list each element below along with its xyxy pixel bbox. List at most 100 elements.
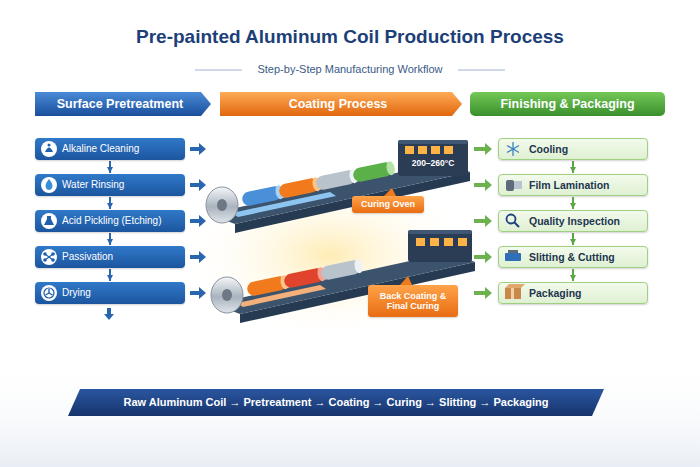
coating-line xyxy=(206,140,470,233)
step-icon xyxy=(41,177,57,193)
node-outline xyxy=(35,92,211,116)
step-icon xyxy=(43,258,47,262)
feed-arrow xyxy=(190,251,206,263)
pretreatment-step: Passivation xyxy=(35,246,185,268)
step-icon xyxy=(45,254,53,260)
node-outline xyxy=(470,92,665,116)
finish-icon xyxy=(506,180,514,191)
back-coating-line xyxy=(444,238,453,246)
feed-arrow xyxy=(104,308,114,320)
step-icon xyxy=(45,148,53,153)
temperature-label: 200–260°C xyxy=(400,158,466,168)
back-coating-line xyxy=(430,238,439,246)
finish-icon xyxy=(507,215,516,224)
finish-icon xyxy=(505,142,525,299)
pretreatment-step: Drying xyxy=(35,282,185,304)
back-coating-line xyxy=(283,267,327,289)
coating-line xyxy=(315,169,359,191)
finish-icon xyxy=(512,142,513,156)
back-coating-line xyxy=(211,230,475,323)
step-icon xyxy=(41,141,57,301)
flow-arrow xyxy=(572,233,574,245)
finish-icon xyxy=(505,288,521,299)
step-icon xyxy=(48,144,51,147)
title: Pre-painted Aluminum Coil Production Pro… xyxy=(0,26,700,48)
back-coating-line xyxy=(458,238,467,246)
back-coating-line xyxy=(246,275,290,297)
stage-header: Coating Process xyxy=(220,92,462,116)
coating-line xyxy=(398,140,468,176)
back-coating-line xyxy=(211,277,243,313)
node-text: Surface Pretreatment xyxy=(57,97,183,111)
node-text: Curing Oven xyxy=(361,199,415,209)
node-text: Cooling xyxy=(529,143,568,155)
pretreatment-step: Water Rinsing xyxy=(35,174,185,196)
stage-header: Finishing & Packaging xyxy=(470,92,665,116)
flow-arrow xyxy=(109,233,111,245)
node-text: Water Rinsing xyxy=(62,179,124,191)
step-icon xyxy=(41,141,57,157)
finishing-step: Slitting & Cutting xyxy=(498,246,648,268)
coating-line xyxy=(431,146,440,154)
step-icon xyxy=(43,252,47,256)
node-text: Back Coating & Final Curing xyxy=(373,291,453,312)
finish-icon xyxy=(514,181,522,189)
coating-line xyxy=(444,146,453,154)
ground-shade xyxy=(0,360,700,467)
back-coating-line xyxy=(320,259,364,281)
step-icon xyxy=(44,288,54,298)
finish-icon xyxy=(507,146,519,153)
step-icon xyxy=(45,254,53,260)
feed-arrow xyxy=(474,143,492,155)
flow-arrow xyxy=(572,197,574,209)
step-icon xyxy=(46,289,53,295)
pretreatment-step: Acid Pickling (Etching) xyxy=(35,210,185,232)
feed-arrow xyxy=(190,143,206,155)
feed-arrow xyxy=(474,287,492,299)
node-text: Slitting & Cutting xyxy=(529,251,615,263)
oven-glow xyxy=(180,170,480,340)
coating-line xyxy=(278,177,322,199)
callout-tag: Back Coating & Final Curing xyxy=(368,285,458,317)
coating-line xyxy=(206,187,238,223)
feed-arrow xyxy=(474,179,492,191)
coating-line xyxy=(352,161,396,183)
finish-icon xyxy=(505,253,521,261)
step-icon xyxy=(41,213,57,229)
finishing-step: Packaging xyxy=(498,282,648,304)
coating-line xyxy=(418,146,427,154)
feed-arrow xyxy=(474,143,492,299)
subtitle: Step-by-Step Manufacturing Workflow xyxy=(200,63,500,75)
feed-arrow xyxy=(190,179,206,191)
step-icon xyxy=(41,249,57,265)
step-icon xyxy=(41,285,57,301)
flow-arrow xyxy=(109,197,111,209)
subtitle-rule xyxy=(195,70,242,71)
finish-icon xyxy=(514,222,519,227)
node-outline xyxy=(68,389,604,416)
finishing-step: Film Lamination xyxy=(498,174,648,196)
coating-line xyxy=(385,161,396,176)
coating-line xyxy=(384,188,396,196)
coating-line xyxy=(398,140,468,144)
flow-arrow xyxy=(109,161,111,173)
feed-arrow xyxy=(474,251,492,263)
node-text: Coating Process xyxy=(289,97,388,111)
node-text: Drying xyxy=(62,287,91,299)
feed-arrow xyxy=(474,215,492,227)
back-coating-line xyxy=(353,259,364,274)
step-icon xyxy=(51,258,55,262)
back-coating-line xyxy=(222,289,232,301)
node-text: Alkaline Cleaning xyxy=(62,143,139,155)
step-icon xyxy=(45,179,52,190)
feed-arrow xyxy=(190,215,206,227)
finishing-step: Quality Inspection xyxy=(498,210,648,232)
finishing-step: Cooling xyxy=(498,138,648,160)
node-text: Raw Aluminum Coil → Pretreatment → Coati… xyxy=(124,396,549,409)
coating-line xyxy=(405,146,414,154)
node-text: Packaging xyxy=(529,287,582,299)
node-text: Finishing & Packaging xyxy=(500,97,634,111)
finish-icon xyxy=(508,250,518,253)
